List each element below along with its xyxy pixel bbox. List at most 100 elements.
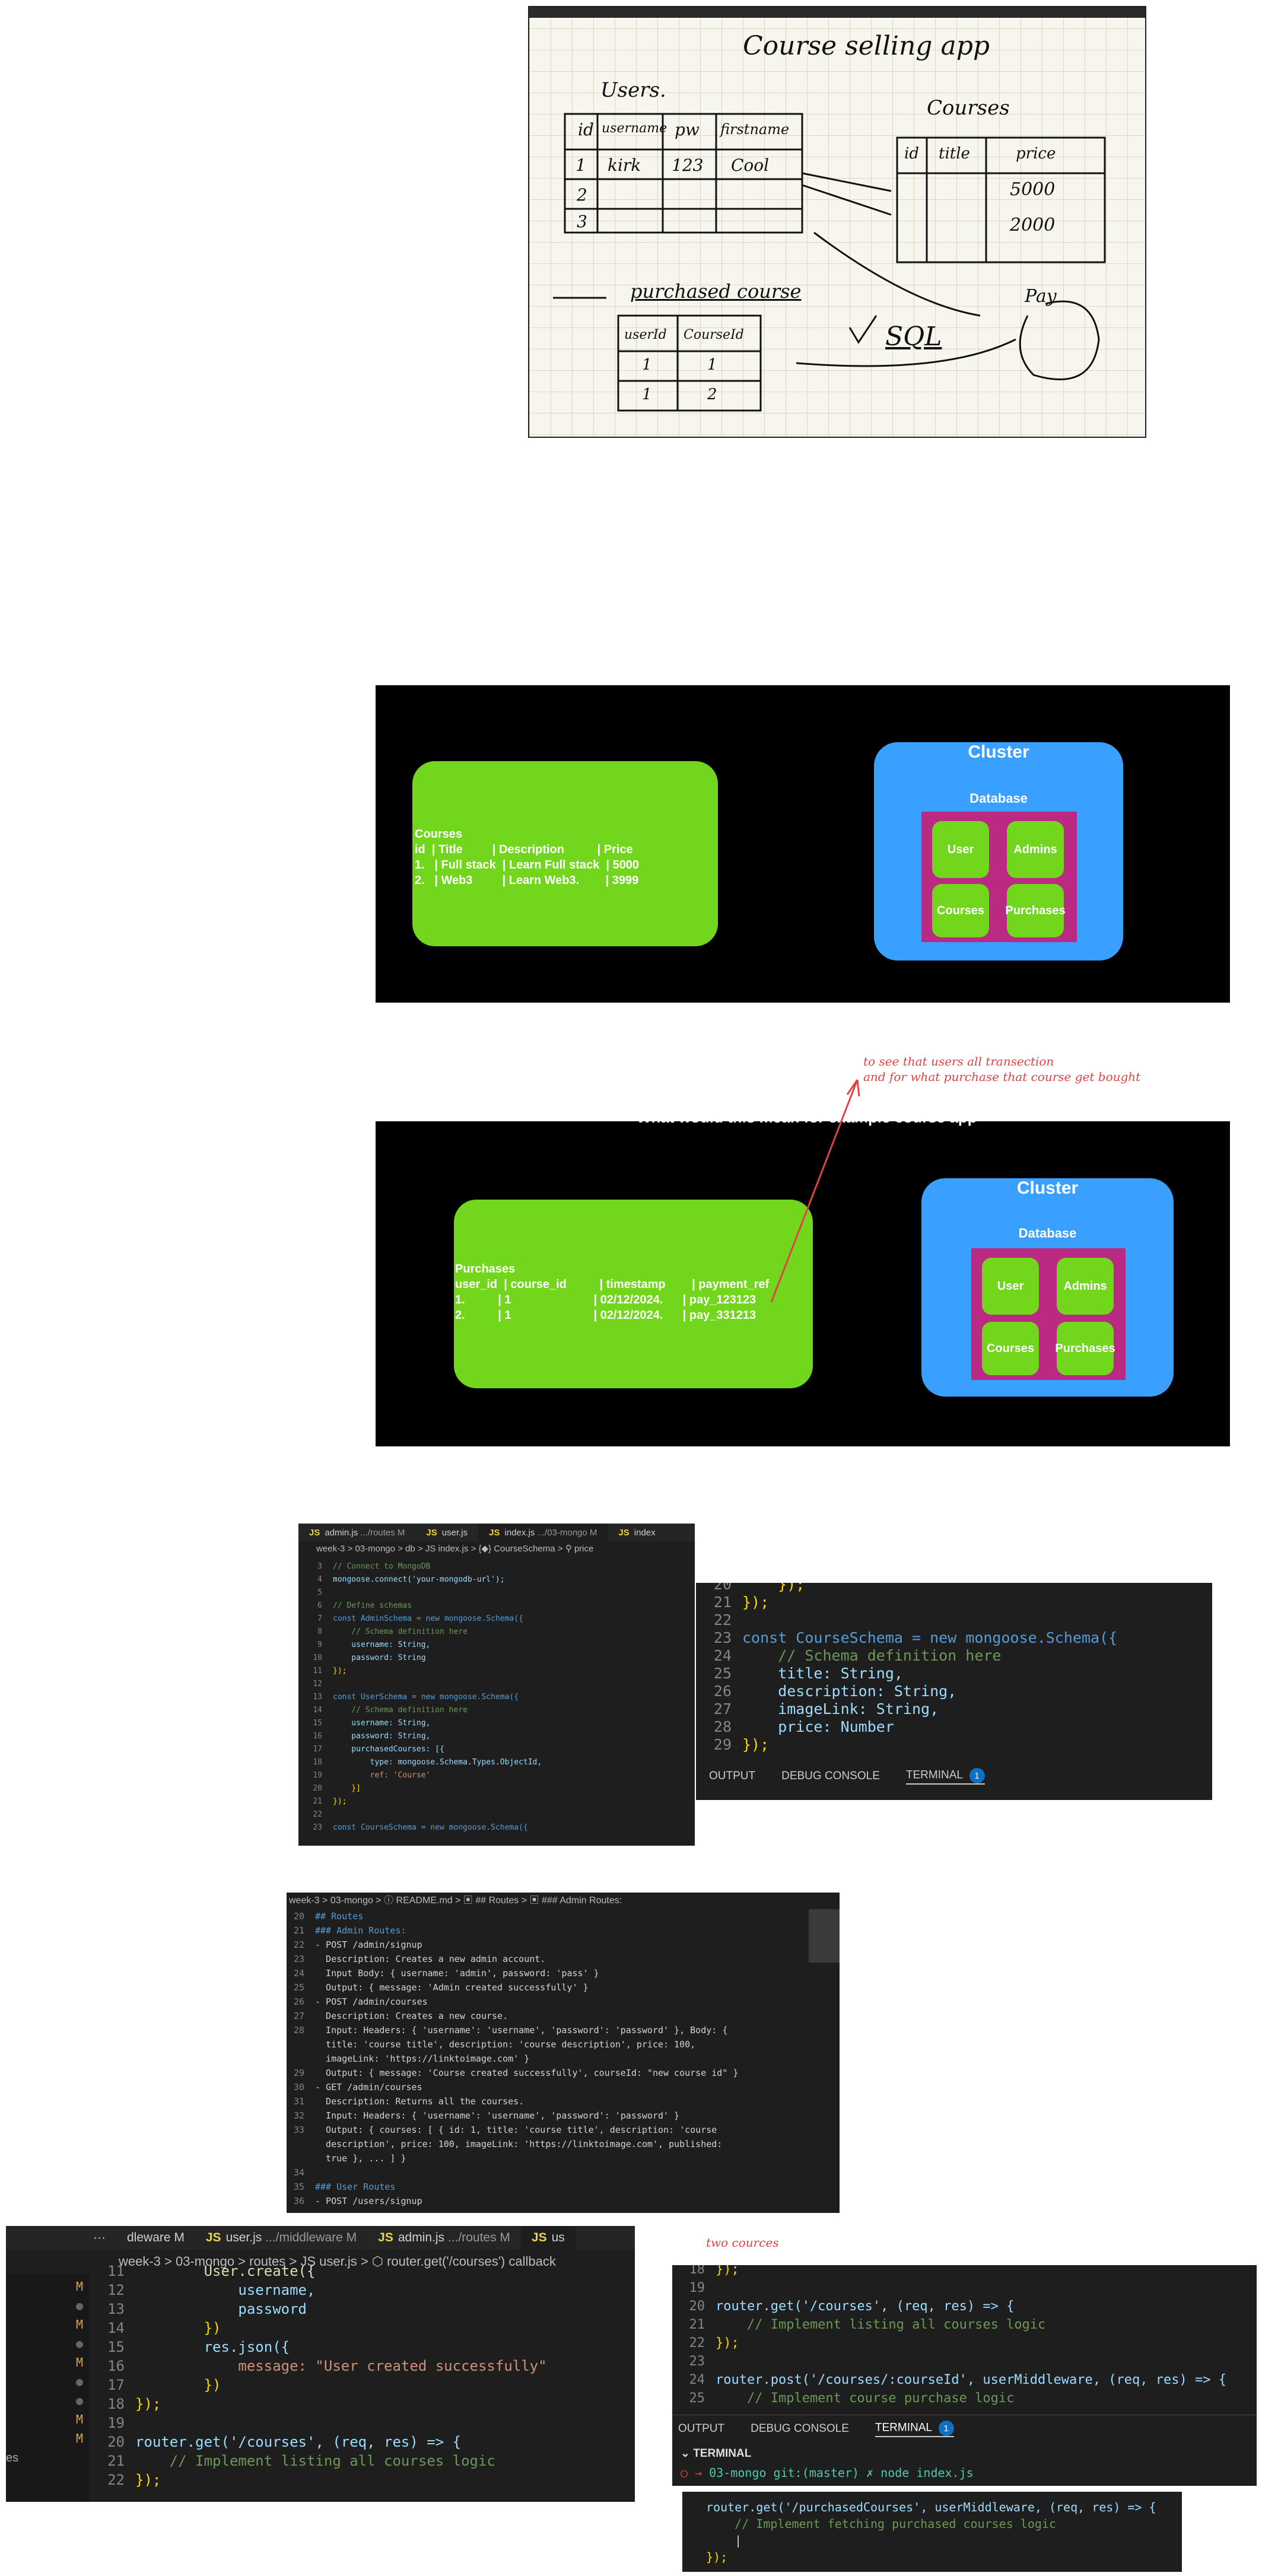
code-line[interactable]: 18 type: mongoose.Schema.Types.ObjectId, <box>298 1756 695 1769</box>
tab-overflow[interactable]: ··· <box>93 2231 106 2244</box>
panel-tab-terminal[interactable]: TERMINAL 1 <box>905 1768 985 1785</box>
code-line[interactable]: 35### User Routes <box>287 2180 840 2194</box>
code-line[interactable]: 15 res.json({ <box>89 2338 547 2356</box>
terminal-section-header[interactable]: ⌄ TERMINAL <box>681 2447 752 2460</box>
code-line[interactable]: 22 <box>298 1808 695 1821</box>
code-line[interactable]: 11 User.create({ <box>89 2262 547 2281</box>
panel-tab-output-2[interactable]: OUTPUT <box>678 2422 725 2435</box>
code-line[interactable]: 21### Admin Routes: <box>287 1923 840 1938</box>
code-line[interactable]: 20 }] <box>298 1782 695 1795</box>
code-line[interactable]: 17 purchasedCourses: [{ <box>298 1743 695 1756</box>
code-line[interactable]: 33 Output: { courses: [ { id: 1, title: … <box>287 2123 840 2137</box>
code-line[interactable]: 14 }) <box>89 2319 547 2338</box>
code-line[interactable]: 21}); <box>298 1795 695 1808</box>
code-line[interactable]: 13 password <box>89 2300 547 2319</box>
editor3-breadcrumb[interactable]: week-3 > 03-mongo > ⓘ README.md > ▣ ## R… <box>289 1896 622 1906</box>
code-line[interactable]: 21 // Implement listing all courses logi… <box>89 2451 547 2470</box>
code-line[interactable]: 25 // Implement course purchase logic <box>672 2389 1257 2408</box>
code-line[interactable]: 21}); <box>696 1594 1212 1611</box>
code-line[interactable]: 28 price: Number <box>696 1718 1212 1736</box>
code-line[interactable]: 24 // Schema definition here <box>696 1647 1212 1665</box>
code-line[interactable]: 32 Input: Headers: { 'username': 'userna… <box>287 2108 840 2123</box>
code-line[interactable]: 16 password: String, <box>298 1730 695 1743</box>
code-line[interactable]: imageLink: 'https://linktoimage.com' } <box>287 2052 840 2066</box>
code-line[interactable]: 28 Input: Headers: { 'username': 'userna… <box>287 2023 840 2037</box>
code-line[interactable]: 20 }); <box>696 1583 1212 1594</box>
code-line[interactable]: 15 username: String, <box>298 1717 695 1730</box>
code-line[interactable]: 30- GET /admin/courses <box>287 2080 840 2094</box>
code-line[interactable]: 22}); <box>672 2334 1257 2352</box>
panel-tab-output[interactable]: OUTPUT <box>709 1770 756 1782</box>
code-line[interactable]: 11}); <box>298 1665 695 1678</box>
code-line[interactable]: 12 username, <box>89 2281 547 2300</box>
code-line[interactable]: true }, ... ] } <box>287 2151 840 2165</box>
code-line[interactable]: title: 'course title', description: 'cou… <box>287 2037 840 2052</box>
editor4-breadcrumb[interactable]: week-3 > 03-mongo > routes > JS user.js … <box>119 2254 556 2269</box>
code-line[interactable]: 14 // Schema definition here <box>298 1704 695 1717</box>
code-line[interactable]: 5 <box>298 1586 695 1599</box>
terminal-prompt[interactable]: ○ → 03-mongo git:(master) ✗ node index.j… <box>681 2466 974 2480</box>
code-line[interactable]: 23 <box>672 2352 1257 2371</box>
code-line[interactable]: 19 ref: 'Course' <box>298 1769 695 1782</box>
code-line[interactable]: 10 password: String <box>298 1652 695 1665</box>
editor3-minimap[interactable] <box>809 1909 840 1963</box>
code-line[interactable]: 23 Description: Creates a new admin acco… <box>287 1952 840 1966</box>
code-line[interactable]: 19 <box>89 2413 547 2432</box>
code-line[interactable]: 18}); <box>672 2265 1257 2279</box>
code-line[interactable]: 6// Define schemas <box>298 1599 695 1613</box>
code-line[interactable]: 16 message: "User created successfully" <box>89 2356 546 2375</box>
code-line[interactable]: router.get('/purchasedCourses', userMidd… <box>706 2499 1182 2515</box>
code-line[interactable]: description', price: 100, imageLink: 'ht… <box>287 2137 840 2151</box>
code-line[interactable]: }); <box>706 2549 1182 2565</box>
panel-tab-debug-console[interactable]: DEBUG CONSOLE <box>781 1770 880 1782</box>
code-line[interactable]: 31 Description: Returns all the courses. <box>287 2094 840 2108</box>
panel-tab-debug-console-2[interactable]: DEBUG CONSOLE <box>751 2422 849 2435</box>
editor6-code[interactable]: router.get('/purchasedCourses', userMidd… <box>682 2492 1182 2565</box>
code-line[interactable]: 3// Connect to MongoDB <box>298 1560 695 1573</box>
code-line[interactable]: 26- POST /admin/courses <box>287 1995 840 2009</box>
code-line[interactable]: 26 description: String, <box>696 1683 1212 1700</box>
code-line[interactable]: 34 <box>287 2165 840 2180</box>
code-line[interactable]: 25 title: String, <box>696 1665 1212 1683</box>
code-line[interactable]: 22 <box>696 1611 1212 1629</box>
code-line[interactable]: 9 username: String, <box>298 1639 695 1652</box>
code-line[interactable]: 18}); <box>89 2394 547 2413</box>
code-line[interactable]: 21 // Implement listing all courses logi… <box>672 2316 1257 2334</box>
code-line[interactable]: 20## Routes <box>287 1909 840 1923</box>
code-line[interactable]: 29 Output: { message: 'Course created su… <box>287 2066 840 2080</box>
code-line[interactable]: 36- POST /users/signup <box>287 2194 840 2208</box>
code-line[interactable]: 8 // Schema definition here <box>298 1626 695 1639</box>
code-line[interactable]: 22}); <box>89 2470 547 2489</box>
code-line[interactable]: 25 Output: { message: 'Admin created suc… <box>287 1980 840 1995</box>
code-line[interactable]: | <box>706 2532 1182 2549</box>
code-line[interactable]: 12 <box>298 1678 695 1691</box>
code-line[interactable]: 17 }) <box>89 2375 547 2394</box>
code-line[interactable]: 19 <box>672 2279 1257 2297</box>
panel-tab-terminal-2[interactable]: TERMINAL 1 <box>875 2421 954 2437</box>
code-line[interactable]: 27 Description: Creates a new course. <box>287 2009 840 2023</box>
code-line[interactable]: 22- POST /admin/signup <box>287 1938 840 1952</box>
tab-middleware[interactable]: dleware M <box>127 2231 185 2244</box>
code-line[interactable]: 29}); <box>696 1736 1212 1754</box>
code-line[interactable]: // Implement fetching purchased courses … <box>706 2515 1182 2532</box>
